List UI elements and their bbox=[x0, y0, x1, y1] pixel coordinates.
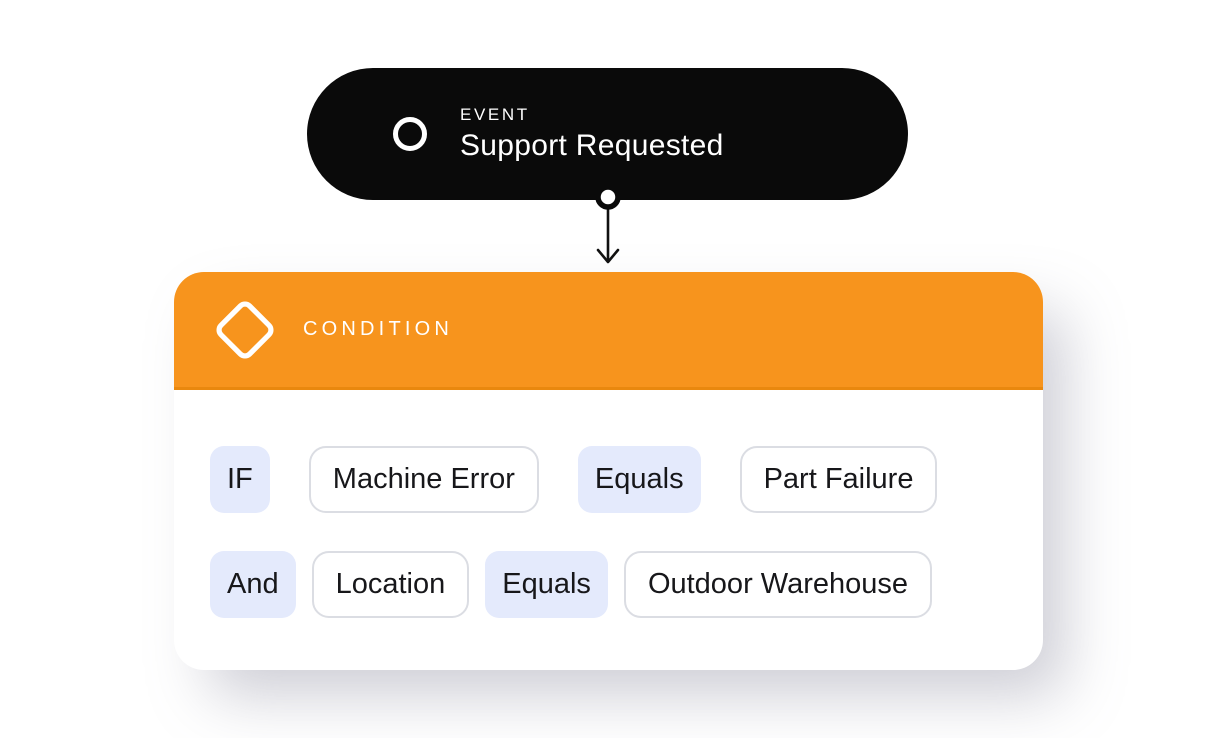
condition-body: IF Machine Error Equals Part Failure And… bbox=[174, 390, 1043, 618]
operator-chip[interactable]: IF bbox=[210, 446, 270, 513]
diamond-icon bbox=[216, 300, 274, 359]
event-title: Support Requested bbox=[460, 129, 724, 162]
event-node[interactable]: EVENT Support Requested bbox=[307, 68, 908, 200]
condition-header: CONDITION bbox=[174, 272, 1043, 390]
condition-rule-row-1: IF Machine Error Equals Part Failure bbox=[210, 446, 1043, 513]
operator-chip[interactable]: And bbox=[210, 551, 296, 618]
condition-rule-row-2: And Location Equals Outdoor Warehouse bbox=[210, 551, 1043, 618]
arrow-down-icon bbox=[595, 184, 621, 264]
event-type-label: EVENT bbox=[460, 105, 530, 124]
comparator-chip[interactable]: Equals bbox=[577, 446, 701, 513]
comparator-chip[interactable]: Equals bbox=[485, 551, 608, 618]
field-chip[interactable]: Machine Error bbox=[308, 446, 539, 513]
condition-node[interactable]: CONDITION IF Machine Error Equals Part F… bbox=[174, 272, 1043, 670]
event-node-text: EVENT Support Requested bbox=[460, 104, 724, 164]
circle-icon bbox=[393, 117, 427, 151]
value-chip[interactable]: Part Failure bbox=[739, 446, 938, 513]
condition-type-label: CONDITION bbox=[303, 318, 454, 340]
value-chip[interactable]: Outdoor Warehouse bbox=[623, 551, 933, 618]
field-chip[interactable]: Location bbox=[311, 551, 470, 618]
